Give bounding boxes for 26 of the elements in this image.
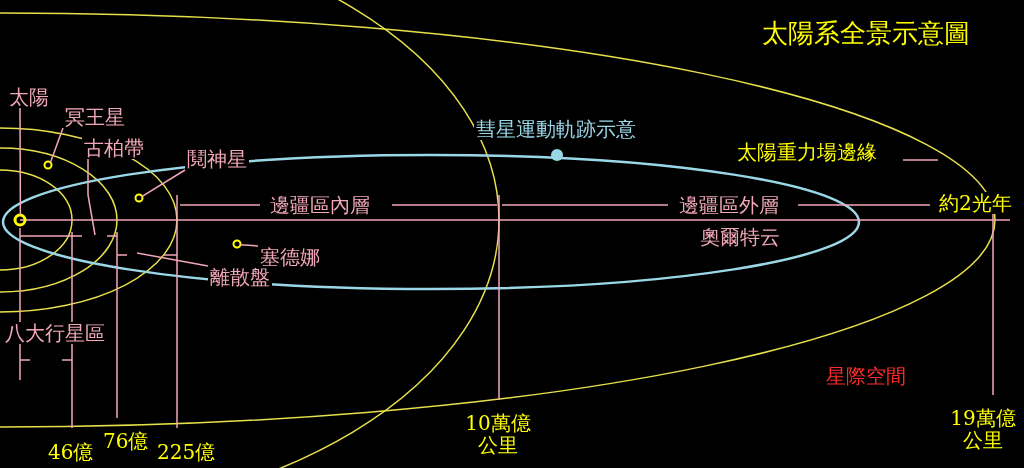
sun-icon [13,213,27,227]
leader-line [19,107,22,216]
part-label: 古柏帶 [82,137,146,159]
region-label: 奧爾特云 [698,226,782,248]
part-label: 鬩神星 [185,148,249,170]
legend-text: 太陽重力場邊緣 [735,141,879,163]
leader-line [136,252,209,267]
part-label: 冥王星 [63,106,127,128]
part-label: 離散盤 [208,266,272,288]
region-label: 星際空間 [824,365,908,387]
planet-icon [134,193,144,203]
distance-label: 約2光年 [937,192,1014,214]
planet-icon [43,160,53,170]
leader-line [141,169,186,198]
distance-label: 76億 [102,430,150,452]
distance-label: 225億 [156,441,217,463]
part-label: 塞德娜 [258,246,322,268]
leader-line [87,158,96,236]
region-label: 邊疆區外層 [677,194,781,216]
caption: 彗星運動軌跡示意 [474,118,638,140]
planet-icon [232,239,242,249]
distance-label: 46億 [47,441,95,463]
part-label: 太陽 [7,86,51,108]
region-label: 八大行星區 [3,322,107,344]
leader-line [239,244,259,247]
region-label: 邊疆區內層 [268,194,372,216]
